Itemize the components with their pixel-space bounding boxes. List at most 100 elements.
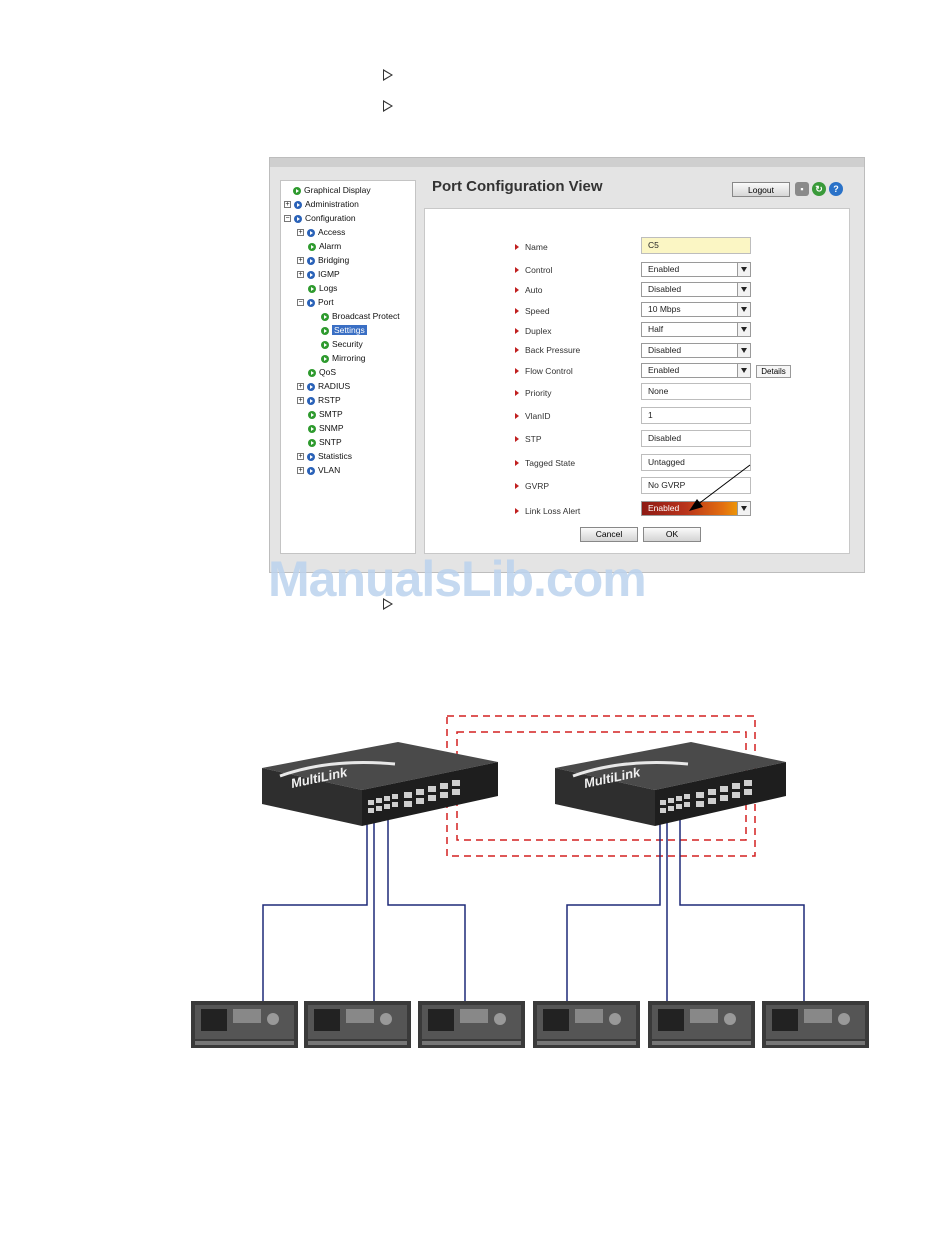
expand-icon[interactable]: + (297, 453, 304, 461)
refresh-icon[interactable]: ↻ (812, 182, 826, 196)
duplex-label: Duplex (514, 326, 552, 336)
help-icon[interactable]: ? (829, 182, 843, 196)
tree-item-access[interactable]: +Access (297, 227, 346, 237)
speed-select[interactable]: 10 Mbps (641, 302, 751, 317)
chevron-down-icon[interactable] (737, 283, 750, 296)
tagged-state-label: Tagged State (514, 458, 576, 468)
tree-item-alarm[interactable]: Alarm (308, 240, 341, 253)
name-field[interactable]: C5 (641, 237, 751, 254)
gvrp-field[interactable]: No GVRP (641, 477, 751, 494)
tree-item-broadcast-protect[interactable]: Broadcast Protect (321, 310, 400, 323)
tree-item-mirroring[interactable]: Mirroring (321, 352, 366, 365)
cancel-button[interactable]: Cancel (580, 527, 638, 542)
network-diagram: MultiLink MultiLink (191, 715, 869, 1048)
node-icon (307, 270, 315, 279)
expand-icon[interactable]: + (297, 271, 304, 279)
control-label: Control (514, 265, 553, 275)
node-icon (307, 256, 315, 265)
link-loss-alert-value: Enabled (648, 503, 680, 513)
chevron-down-icon[interactable] (737, 263, 750, 276)
expand-icon[interactable]: + (297, 397, 304, 405)
node-icon (307, 452, 315, 461)
expand-icon[interactable]: + (297, 383, 304, 391)
tree-item-graphical-display[interactable]: Graphical Display (293, 184, 371, 197)
auto-label: Auto (515, 285, 543, 295)
tree-item-settings[interactable]: Settings (321, 324, 367, 337)
flow-control-select[interactable]: Enabled (641, 363, 751, 378)
watermark: ManualsLib.com (268, 551, 647, 607)
ok-button[interactable]: OK (643, 527, 701, 542)
auto-select[interactable]: Disabled (641, 282, 751, 297)
back-pressure-select[interactable]: Disabled (641, 343, 751, 358)
expand-icon[interactable]: + (284, 201, 291, 209)
node-icon (321, 354, 329, 363)
stp-field[interactable]: Disabled (641, 430, 751, 447)
tree-item-port[interactable]: −Port (297, 297, 334, 307)
collapse-icon[interactable]: − (297, 299, 304, 307)
collapse-icon[interactable]: − (284, 215, 291, 223)
logout-button[interactable]: Logout (732, 182, 790, 197)
node-icon (294, 214, 302, 223)
speed-value: 10 Mbps (648, 304, 681, 314)
vlanid-label: VlanID (515, 411, 551, 421)
node-icon (308, 438, 316, 447)
relay-device-2 (304, 1001, 411, 1048)
port-settings-form: Name C5 Control Enabled Auto Disabled Sp… (424, 208, 850, 554)
expand-icon[interactable]: + (297, 467, 304, 475)
tree-item-statistics[interactable]: +Statistics (297, 451, 353, 461)
priority-field[interactable]: None (641, 383, 751, 400)
tree-item-configuration[interactable]: −Configuration (284, 213, 356, 223)
tree-item-igmp[interactable]: +IGMP (297, 269, 340, 279)
chevron-down-icon[interactable] (737, 364, 750, 377)
relay-device-4 (533, 1001, 640, 1048)
tree-item-administration[interactable]: +Administration (284, 199, 359, 209)
multilink-switch-2: MultiLink (555, 742, 786, 826)
stp-label: STP (515, 434, 542, 444)
chevron-down-icon[interactable] (737, 323, 750, 336)
tree-item-logs[interactable]: Logs (308, 282, 337, 295)
tree-item-security[interactable]: Security (321, 338, 363, 351)
details-button[interactable]: Details (756, 365, 791, 378)
tree-item-vlan[interactable]: +VLAN (297, 465, 341, 475)
chevron-down-icon[interactable] (737, 303, 750, 316)
annotation-arrow (689, 464, 751, 511)
flow-control-value: Enabled (648, 365, 680, 375)
tree-item-bridging[interactable]: +Bridging (297, 255, 350, 265)
bullet-arrow-2 (383, 100, 393, 112)
expand-icon[interactable]: + (297, 257, 304, 265)
cables (262, 810, 805, 1002)
duplex-value: Half (648, 324, 664, 334)
link-loss-alert-select[interactable]: Enabled (641, 501, 751, 516)
port-configuration-screenshot: Graphical Display +Administration −Confi… (269, 157, 865, 573)
multilink-switch-1: MultiLink (262, 742, 498, 826)
chevron-down-icon[interactable] (737, 344, 750, 357)
window-top-bar (270, 158, 864, 167)
vlanid-field[interactable]: 1 (641, 407, 751, 424)
link-loss-alert-label: Link Loss Alert (514, 506, 581, 516)
gvrp-label: GVRP (514, 481, 550, 491)
node-icon (307, 382, 315, 391)
tree-item-smtp[interactable]: SMTP (308, 408, 343, 421)
save-icon[interactable]: ▪ (795, 182, 809, 196)
tagged-state-field[interactable]: Untagged (641, 454, 751, 471)
node-icon (307, 298, 315, 307)
name-label: Name (515, 242, 548, 252)
tree-item-qos[interactable]: QoS (308, 366, 336, 379)
duplex-select[interactable]: Half (641, 322, 751, 337)
node-icon (293, 186, 301, 195)
node-icon (307, 396, 315, 405)
node-icon (308, 242, 316, 251)
control-select[interactable]: Enabled (641, 262, 751, 277)
node-icon (294, 200, 302, 209)
tree-item-snmp[interactable]: SNMP (308, 422, 344, 435)
tree-item-rstp[interactable]: +RSTP (297, 395, 341, 405)
relay-device-5 (648, 1001, 755, 1048)
page-title: Port Configuration View (432, 178, 603, 195)
tree-item-radius[interactable]: +RADIUS (297, 381, 351, 391)
chevron-down-icon[interactable] (737, 502, 750, 515)
expand-icon[interactable]: + (297, 229, 304, 237)
tree-item-sntp[interactable]: SNTP (308, 436, 342, 449)
relay-device-1 (191, 1001, 298, 1048)
flow-control-label: Flow Control (515, 366, 573, 376)
control-value: Enabled (648, 264, 680, 274)
